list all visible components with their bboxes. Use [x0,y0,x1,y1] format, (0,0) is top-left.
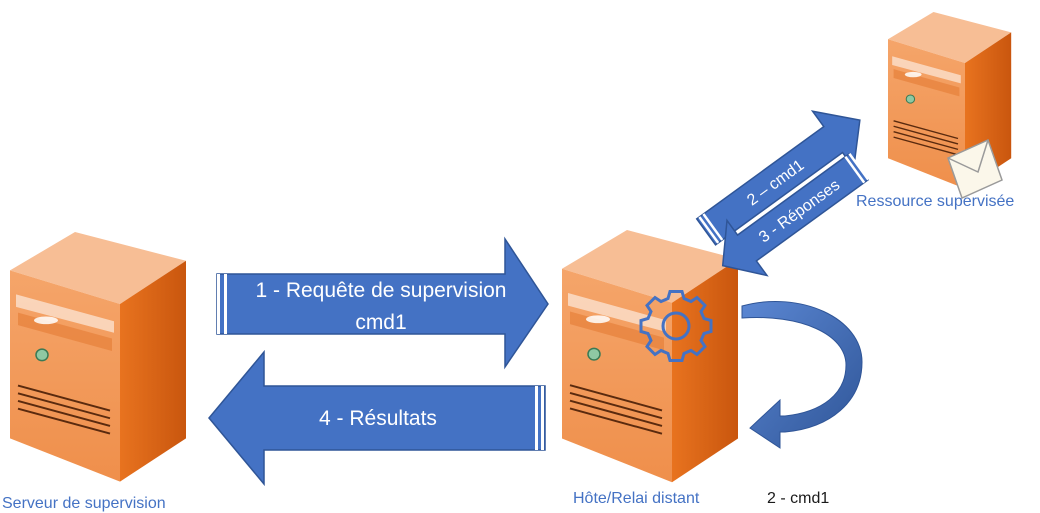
cmd-to-resource-arrow: 2 – cmd1 [695,110,861,246]
remote-host-label: Hôte/Relai distant [573,490,700,507]
results-arrow: 4 - Résultats [208,349,546,487]
remote-host [561,229,739,484]
results-arrow-label: 4 - Résultats [319,407,437,430]
server-tower-icon [561,229,739,484]
local-loop-label: 2 - cmd1 [767,490,829,507]
gear-icon [639,290,713,362]
server-tower-icon [9,231,187,483]
envelope-icon [947,138,1003,200]
local-loop-arrow [741,301,863,449]
request-arrow-label-line2: cmd1 [355,311,406,334]
supervision-server-label: Serveur de supervision [2,495,166,512]
request-arrow-label-line1: 1 - Requête de supervision [256,279,507,302]
supervised-resource-label: Ressource supervisée [856,193,1014,210]
request-arrow: 1 - Requête de supervision cmd1 [216,236,549,370]
supervised-resource [887,11,1012,200]
supervision-server [9,231,187,483]
